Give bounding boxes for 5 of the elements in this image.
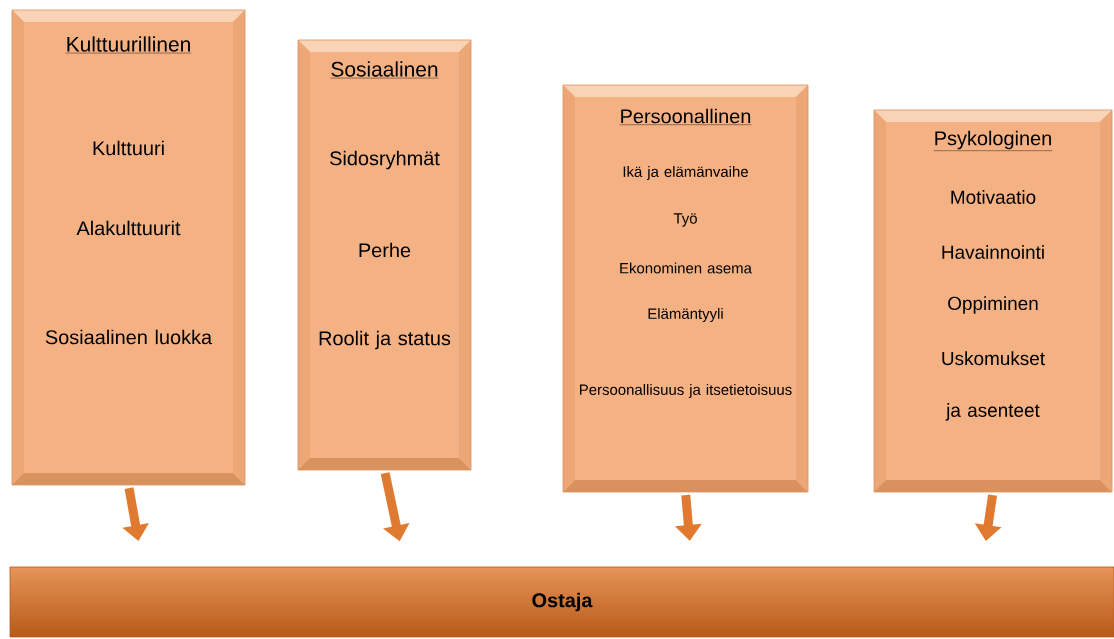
factor-box: Psykologinen Motivaatio Havainnointi Oppiminen Uskomukset ja asenteet — [873, 109, 1113, 493]
factor-box: Kulttuurillinen Kulttuuri Alakulttuurit Sosiaalinen luokka — [11, 9, 246, 486]
factor-box: Persoonallinen Ikä ja elämänvaihe Työ Ekonominen asema Elämäntyyli Persoonallisuus ja itsetietoisuus — [562, 84, 809, 493]
buyer-bar: Ostaja — [9, 566, 1114, 638]
factor-box: Sosiaalinen Sidosryhmät Perhe Roolit ja status — [297, 39, 472, 471]
